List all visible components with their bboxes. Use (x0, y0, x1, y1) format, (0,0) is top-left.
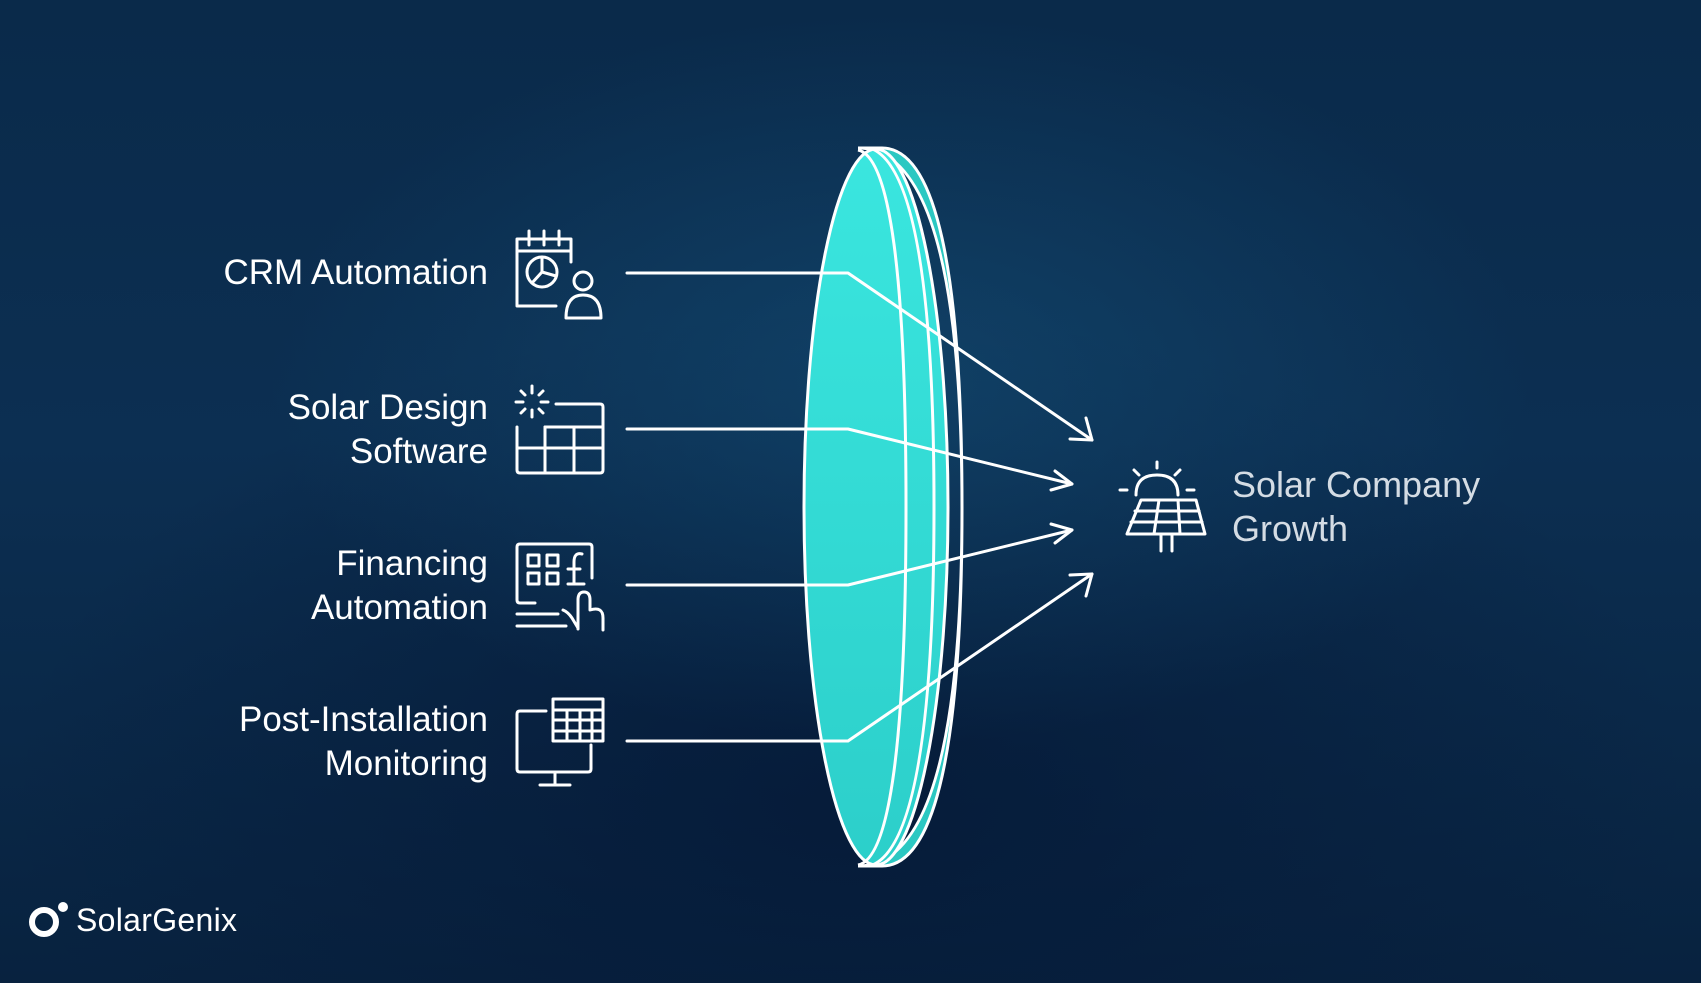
output-label-line-2: Growth (1232, 508, 1349, 549)
input-label-monitoring-line-1: Post-Installation (238, 700, 488, 739)
connector-design (625, 427, 1074, 492)
input-label-monitoring: Post-Installation Monitoring (239, 698, 488, 786)
input-label-monitoring-line-2: Monitoring (324, 744, 488, 783)
output-label: Solar Company Growth (1232, 463, 1480, 551)
lens (802, 146, 964, 868)
input-label-financing-line-2: Automation (310, 588, 488, 627)
calculator-hand-icon (515, 542, 605, 632)
input-label-crm: CRM Automation (223, 251, 488, 295)
input-label-crm-line-1: CRM Automation (223, 253, 488, 292)
connector-crm (625, 271, 1094, 442)
connector-financing (625, 522, 1074, 587)
input-label-financing: Financing Automation (311, 542, 488, 630)
output-label-line-1: Solar Company (1232, 464, 1481, 505)
calendar-chart-user-icon (515, 229, 603, 320)
brand-name: SolarGenix (76, 901, 238, 938)
input-label-solar-design-line-2: Software (349, 432, 488, 471)
brand-logo: SolarGenix (28, 900, 237, 940)
solar-panel-sun-icon (1118, 460, 1207, 553)
monitor-table-icon (515, 697, 605, 787)
brand-logo-icon (29, 902, 68, 937)
connector-monitoring (625, 572, 1094, 743)
input-label-solar-design: Solar Design Software (288, 386, 488, 474)
input-label-financing-line-1: Financing (336, 544, 488, 583)
grid-sparkle-icon (514, 384, 605, 475)
connectors (625, 271, 1094, 743)
input-label-solar-design-line-1: Solar Design (287, 388, 488, 427)
